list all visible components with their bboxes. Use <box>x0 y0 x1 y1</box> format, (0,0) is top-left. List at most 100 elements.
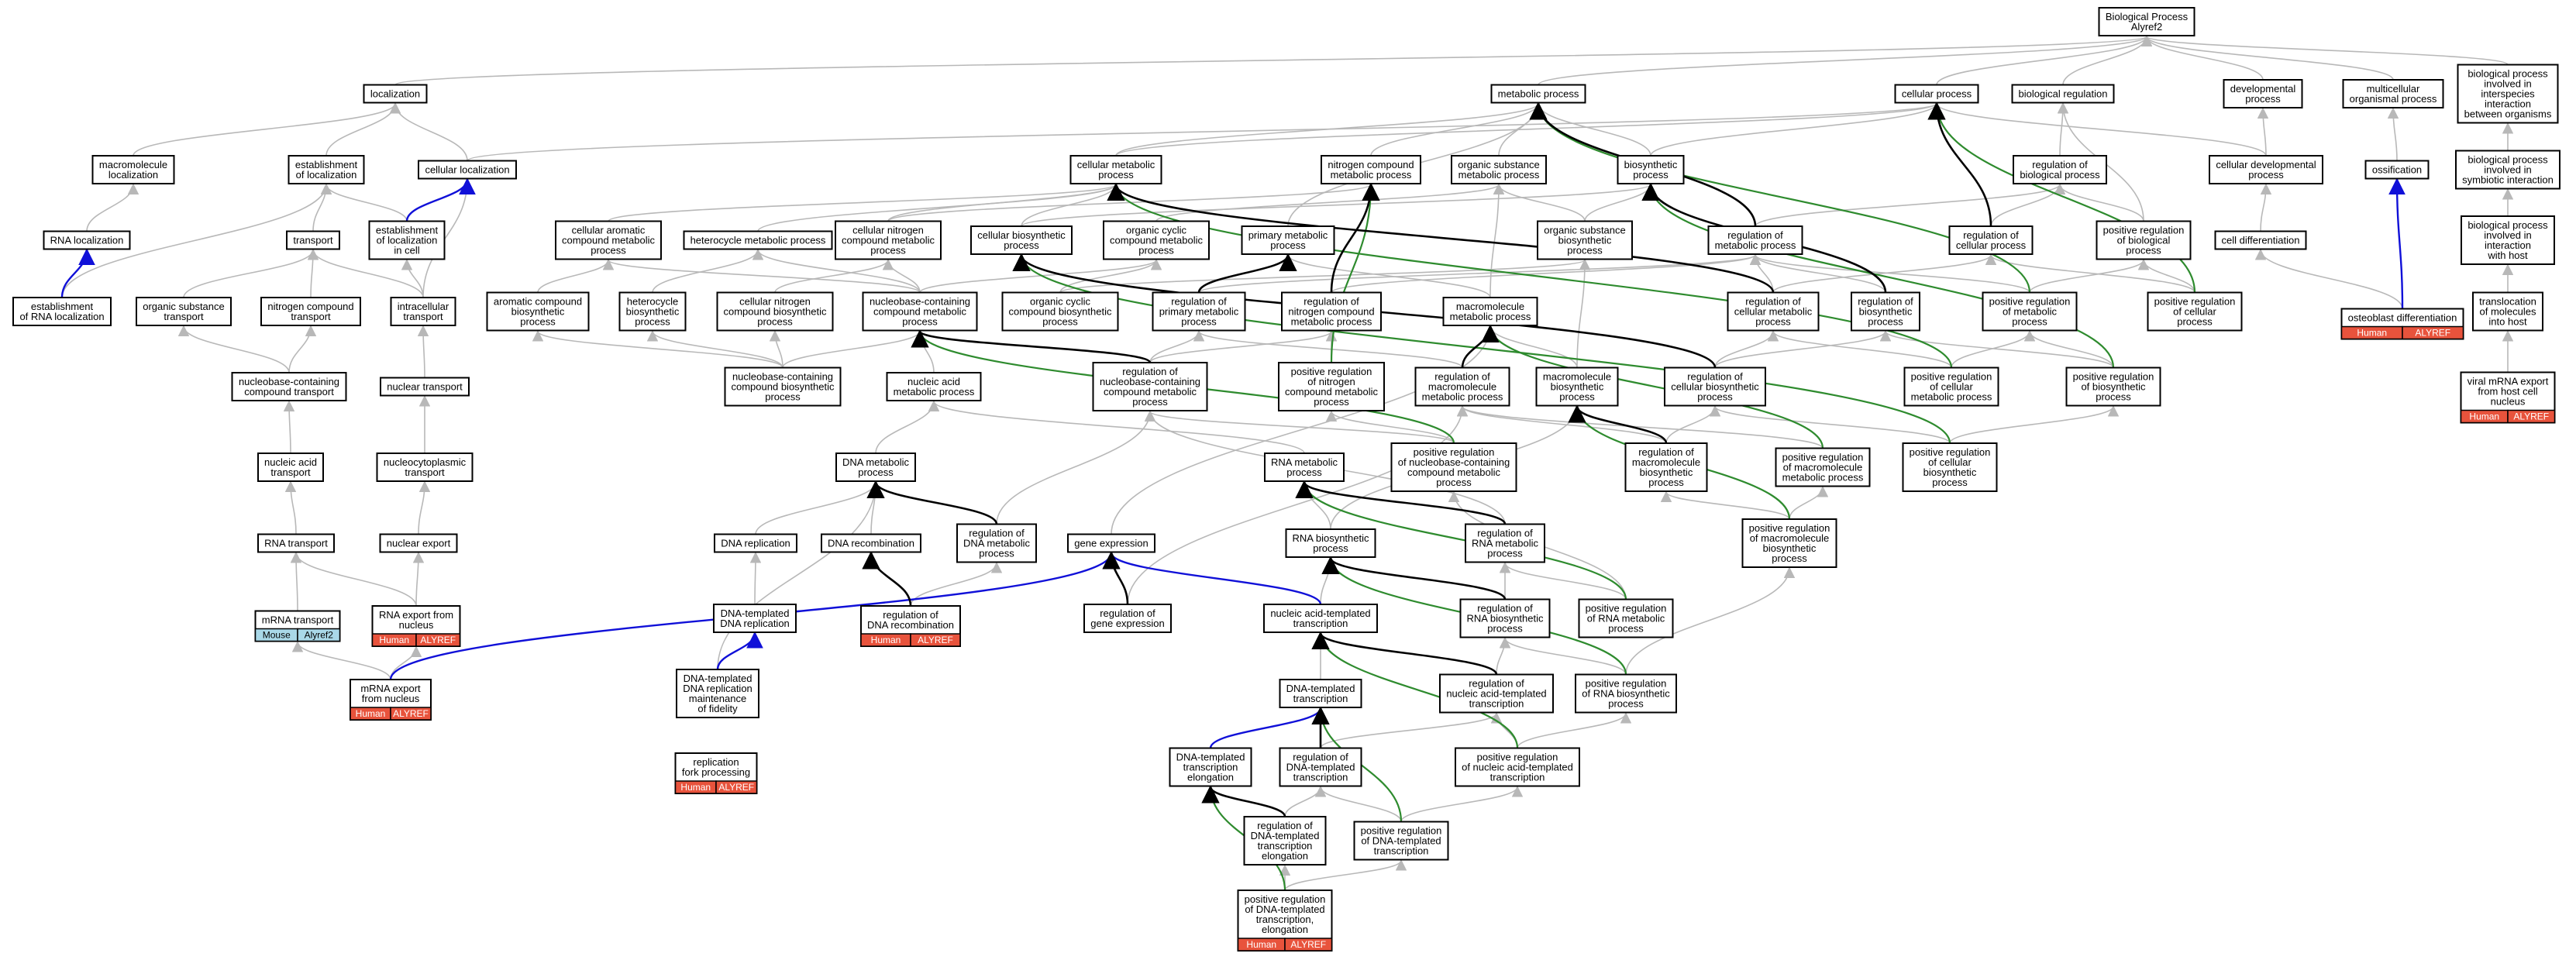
go-term-node[interactable]: biological regulation <box>2011 84 2115 104</box>
go-term-node[interactable]: RNA transport <box>257 533 335 553</box>
go-term-node[interactable]: cell differentiation <box>2214 230 2307 250</box>
go-term-node[interactable]: localization <box>363 84 428 104</box>
go-term-node[interactable]: regulation ofDNA-templatedtranscriptione… <box>1243 816 1327 865</box>
go-term-node[interactable]: regulation ofmacromoleculebiosyntheticpr… <box>1624 442 1708 492</box>
go-term-node[interactable]: DNA replication <box>714 533 797 553</box>
go-term-node[interactable]: RNA localization <box>43 230 131 250</box>
go-term-node[interactable]: nuclear transport <box>380 377 470 397</box>
go-term-node[interactable]: cellular localization <box>418 160 517 180</box>
go-term-node[interactable]: gene expression <box>1067 533 1155 553</box>
go-term-node[interactable]: cellular process <box>1894 84 1979 104</box>
go-term-node[interactable]: heterocycle metabolic process <box>683 230 833 250</box>
go-term-node[interactable]: ossification <box>2364 160 2430 180</box>
go-term-node[interactable]: nuclear export <box>379 533 458 553</box>
go-term-node[interactable]: DNA recombination <box>821 533 921 553</box>
go-term-node[interactable]: regulation ofnucleobase-containingcompou… <box>1092 362 1208 411</box>
go-term-node[interactable]: transport <box>286 230 340 250</box>
go-term-node[interactable]: metabolic process <box>1490 84 1586 104</box>
